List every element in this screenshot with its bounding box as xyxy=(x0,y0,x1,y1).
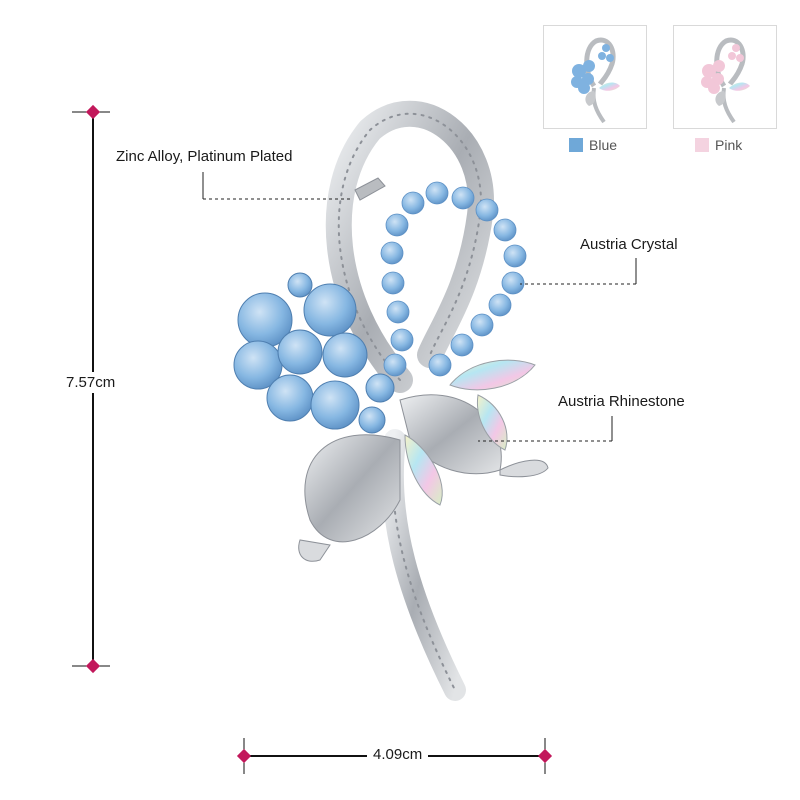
height-label: 7.57cm xyxy=(66,372,116,393)
variant-option-pink[interactable]: Pink xyxy=(695,137,742,153)
left-leaf xyxy=(304,434,401,543)
variant-thumbnail-blue[interactable] xyxy=(543,25,647,129)
material-callout: Zinc Alloy, Platinum Plated xyxy=(116,148,293,165)
variant-label-pink: Pink xyxy=(715,137,743,153)
pink-brooch-thumbnail-icon xyxy=(701,37,750,124)
variant-label-blue: Blue xyxy=(589,137,618,153)
rhinestone-callout: Austria Rhinestone xyxy=(558,393,685,410)
callout-leaders xyxy=(202,172,637,442)
ab-rhinestones xyxy=(404,359,536,506)
pink-color-chip xyxy=(695,138,709,152)
blue-flower-cluster xyxy=(233,272,395,434)
blue-brooch-thumbnail-icon xyxy=(571,37,620,124)
variant-option-blue[interactable]: Blue xyxy=(569,137,617,153)
width-label: 4.09cm xyxy=(367,746,429,763)
blue-color-chip xyxy=(569,138,583,152)
blue-crystal-loop xyxy=(380,181,527,377)
brooch-ribbon-loop xyxy=(325,100,494,393)
variant-thumbnail-pink[interactable] xyxy=(673,25,777,129)
crystal-callout: Austria Crystal xyxy=(580,236,678,253)
pin-bar xyxy=(354,177,386,201)
